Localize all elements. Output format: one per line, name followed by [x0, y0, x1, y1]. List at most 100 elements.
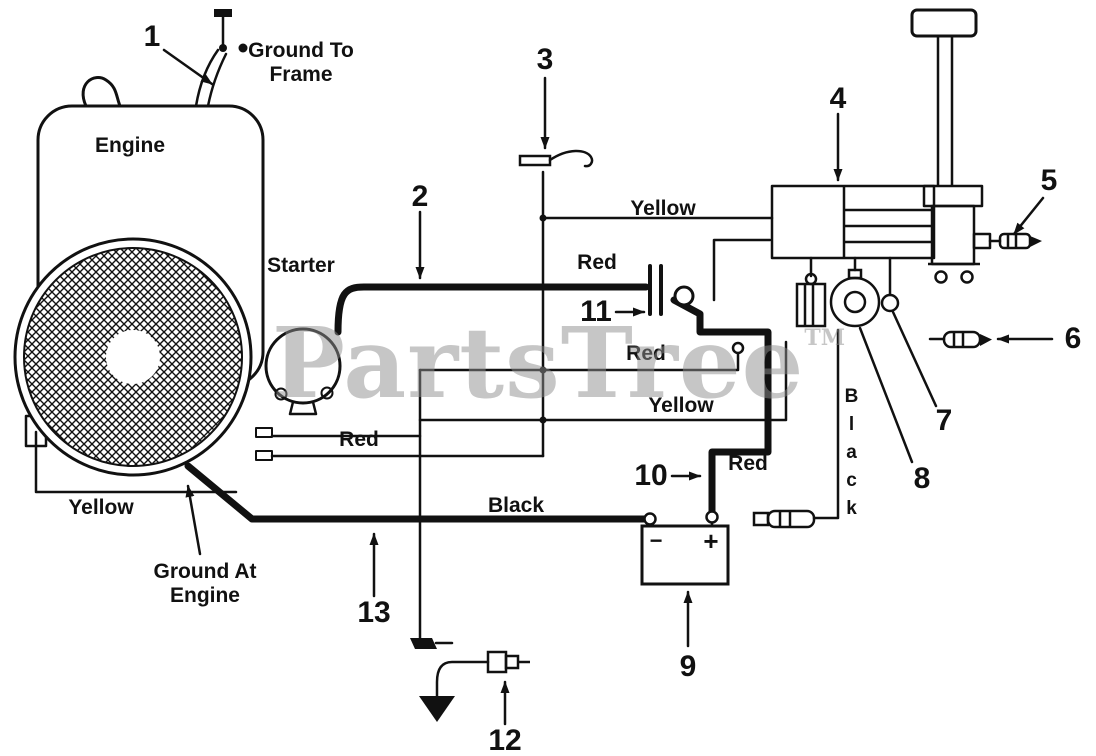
wire-red-battery [670, 296, 772, 516]
connector-6-ridges [952, 332, 965, 347]
wire-label-red-top: Red [577, 251, 617, 274]
wire-label-red-battery: Red [728, 452, 768, 475]
interlock-connector [795, 282, 827, 328]
ground-to-frame-label: Ground To Frame [248, 39, 354, 87]
lead-plug-12 [435, 660, 490, 698]
arrow-5 [1012, 196, 1045, 236]
callout-9: 9 [679, 650, 697, 683]
connector-6 [942, 330, 992, 349]
arrow-1 [162, 48, 214, 86]
thick-wires [184, 283, 772, 523]
plug-12-body [486, 650, 508, 674]
callout-12: 12 [488, 724, 522, 756]
battery-positive-sign: + [703, 526, 719, 556]
switch-terminal [972, 232, 992, 250]
connector-5 [998, 232, 1042, 250]
connector-block-4 [770, 184, 936, 260]
interlock-ridges [803, 284, 815, 326]
battery-case [640, 524, 730, 586]
key-shaft [936, 36, 954, 186]
switch-base [518, 154, 552, 167]
callout-13: 13 [357, 596, 391, 629]
wire-label-red-left: Red [339, 428, 379, 451]
ground-at-engine-label: Ground At Engine [153, 560, 256, 608]
small-connector [410, 638, 437, 649]
starter-connector-a [255, 427, 273, 438]
callout-arrows [162, 48, 1054, 726]
flywheel-hub [106, 330, 160, 384]
starter-label: Starter [267, 254, 335, 277]
wire-red-starter [334, 283, 650, 336]
junction-dot-1 [539, 214, 547, 222]
wire-red-mid-terminal [731, 341, 745, 355]
solenoid-bell [829, 276, 881, 328]
battery-lugs [643, 510, 719, 526]
starter-body [264, 327, 342, 405]
wire-yellow-left [34, 430, 238, 494]
ground-symbol [419, 696, 455, 722]
callout-11: 11 [580, 295, 612, 328]
wire-black-ground [184, 462, 650, 523]
starter-bolt-left [274, 387, 288, 401]
callout-3: 3 [536, 43, 554, 76]
wire-black-vertical [812, 328, 840, 520]
battery [640, 524, 730, 586]
battery-pos-lug [705, 510, 719, 524]
leader-7 [891, 310, 938, 408]
connector-6-tip [980, 334, 992, 346]
starter-tab [288, 400, 318, 416]
wire-label-yellow-top: Yellow [630, 197, 696, 220]
callout-1: 1 [143, 20, 161, 53]
frame-bolt-eyelet [219, 44, 227, 52]
switch-collar [922, 184, 984, 208]
junction-dot-3 [539, 416, 547, 424]
starter-motor [255, 327, 342, 461]
ground-at-engine-line2: Engine [169, 584, 240, 608]
callout-5: 5 [1040, 164, 1058, 197]
battery-negative-sign: − [649, 528, 663, 553]
engine-assembly [13, 9, 265, 477]
terminal-post-7 [880, 293, 900, 313]
block-outline [770, 184, 936, 260]
ground-wire-2 [206, 52, 228, 108]
ground-to-frame-line2: Frame [269, 63, 333, 87]
connector-11 [648, 264, 695, 316]
callout-8: 8 [913, 462, 931, 495]
callout-7: 7 [935, 404, 953, 437]
arrow-ground-at-engine [185, 484, 202, 556]
connector-11-ring [673, 285, 695, 307]
wire-label-yellow-mid: Yellow [648, 394, 714, 417]
solenoid-core [843, 290, 867, 314]
callout-10: 10 [634, 459, 668, 492]
connector-block-stubs [809, 256, 892, 296]
wire-label-red-mid: Red [626, 342, 666, 365]
callout-2: 2 [411, 180, 429, 213]
plug-tip [752, 511, 770, 527]
engine-label: Engine [94, 134, 166, 157]
ground-to-frame-line1: Ground To [248, 39, 354, 62]
switch-screw-right [960, 270, 974, 284]
switch-screw-left [934, 270, 948, 284]
starter-connector-b [255, 450, 273, 461]
callout-4: 4 [829, 82, 847, 115]
starter-bolt-right [320, 386, 334, 400]
plug-12-neck [504, 654, 520, 670]
connector-5-tip [1030, 236, 1042, 247]
wire-label-yellow-left: Yellow [68, 496, 134, 519]
black-wire-plug [752, 509, 816, 529]
switch-3 [518, 149, 594, 168]
plug-ridges [778, 511, 792, 527]
wire-red-mid [418, 352, 740, 372]
leader-8 [858, 326, 914, 464]
ignition-key-switch [910, 8, 992, 284]
small-components [795, 268, 900, 328]
wire-yellow-mid [418, 340, 788, 422]
switch-lever [548, 149, 594, 168]
frame-bolt-head [214, 9, 232, 17]
connector-11-bars [648, 264, 663, 316]
block-pins [842, 186, 934, 258]
ground-at-engine-line1: Ground At [153, 560, 257, 583]
bottom-fittings [410, 638, 530, 722]
